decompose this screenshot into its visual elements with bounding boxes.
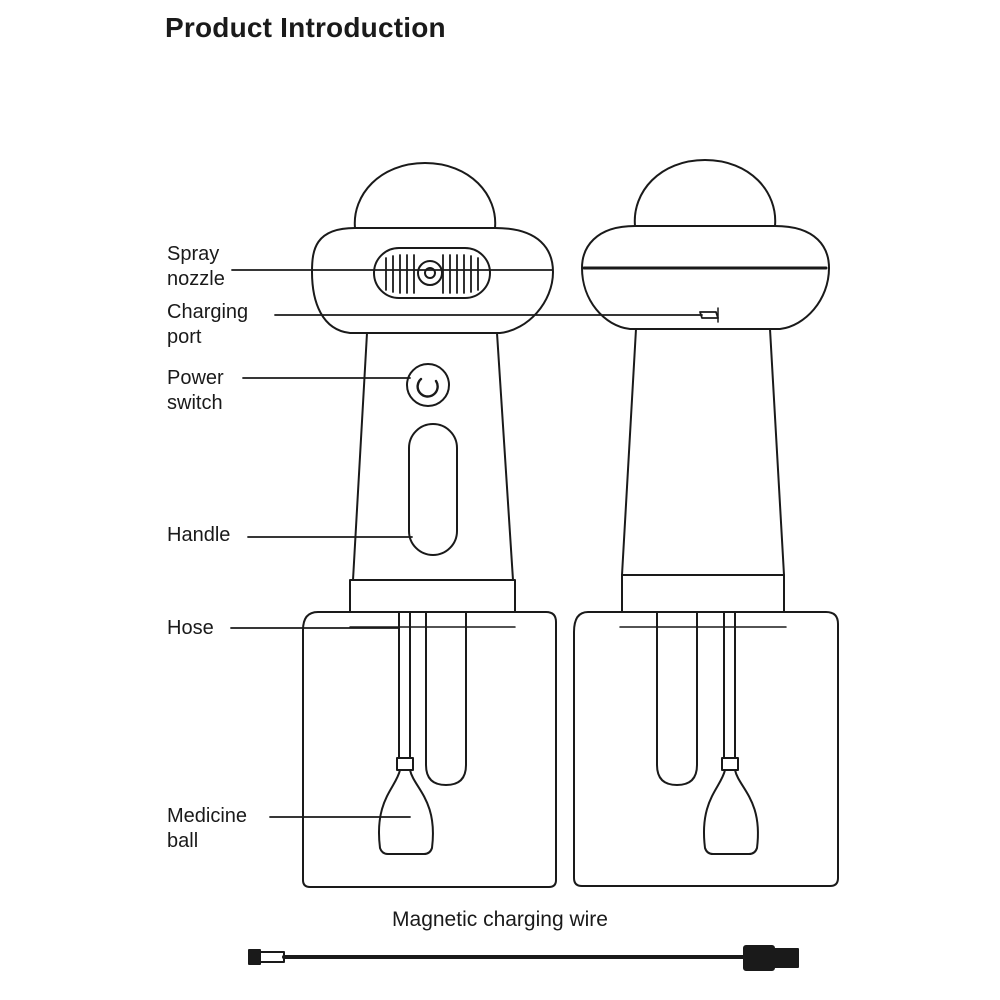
rear-handle-body: [621, 328, 785, 576]
device-front-view: [302, 162, 557, 888]
rear-bottle: [573, 611, 839, 887]
power-switch-button: [406, 363, 450, 407]
spray-nozzle-inner: [424, 267, 436, 279]
page-title: Product Introduction: [165, 12, 446, 43]
device-rear-view: [573, 159, 839, 887]
magnetic-plug-neck: [259, 951, 285, 963]
front-dome: [353, 162, 497, 229]
label-hose: Hose: [167, 617, 214, 639]
handle-grip-window: [408, 423, 458, 556]
front-handle-body: [352, 332, 514, 581]
rear-dome: [633, 159, 777, 227]
rear-hose-connector: [721, 757, 739, 771]
spray-nozzle-outer: [417, 260, 443, 286]
leader-lines: [230, 269, 703, 818]
front-medicine-ball: [377, 769, 434, 855]
front-hose-connector: [396, 757, 414, 771]
front-bottle: [302, 611, 557, 888]
cable-caption: Magnetic charging wire: [392, 908, 608, 931]
label-charging-port: Charging port: [167, 301, 249, 348]
magnetic-plug: [248, 949, 261, 965]
usb-plug-body: [743, 945, 775, 971]
label-handle: Handle: [167, 524, 231, 546]
rear-base-ring: [621, 574, 785, 613]
spray-nozzle-grille: [373, 247, 491, 299]
label-medicine-ball: Medicine ball: [167, 805, 248, 852]
grille-slots: [385, 254, 479, 294]
rear-medicine-ball: [702, 769, 759, 855]
label-power-switch: Power switch: [167, 367, 224, 414]
magnetic-charging-cable: [248, 945, 799, 971]
label-spray-nozzle: Spray nozzle: [167, 243, 225, 290]
front-u-tube: [425, 611, 467, 786]
rear-head: [581, 225, 830, 330]
front-head: [311, 227, 554, 334]
usb-plug-tip: [773, 948, 799, 968]
front-base-ring: [349, 579, 516, 613]
power-icon: [416, 377, 439, 398]
rear-u-tube: [656, 611, 698, 786]
